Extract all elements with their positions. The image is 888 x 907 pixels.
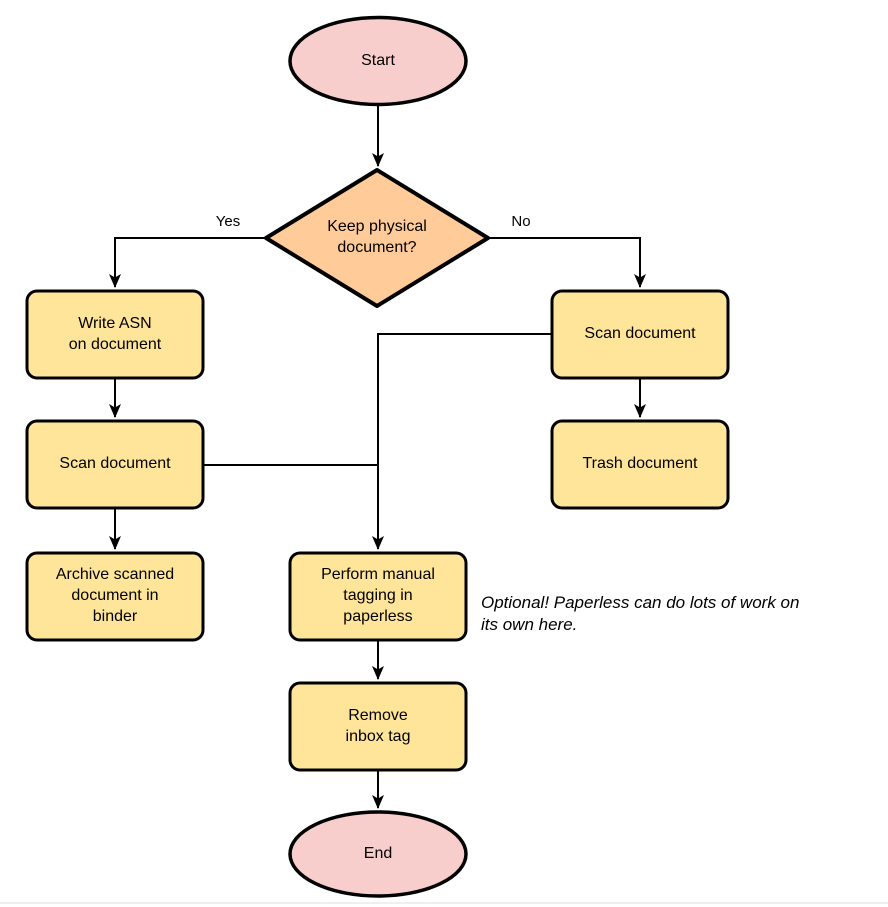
archive-node-shape (25, 551, 205, 642)
edge-decision-yes (109, 237, 266, 288)
decision-node-shape (264, 168, 490, 308)
tagging-node-shape (288, 551, 468, 642)
remove-inbox-node-shape (288, 681, 468, 772)
edge-decision-no (488, 237, 646, 288)
yes-edge-label: Yes (215, 212, 241, 230)
write-asn-node-shape (25, 289, 205, 380)
edge-scanright-to-tagging (372, 333, 552, 550)
scan-left-node-shape (25, 419, 205, 510)
optional-note: Optional! Paperless can do lots of work … (481, 593, 800, 635)
scan-right-node-shape (550, 289, 730, 380)
trash-node-shape (550, 419, 730, 510)
start-node-shape (288, 15, 468, 107)
bottom-divider (0, 902, 888, 904)
no-edge-label: No (511, 212, 531, 230)
end-node-shape (288, 810, 468, 898)
